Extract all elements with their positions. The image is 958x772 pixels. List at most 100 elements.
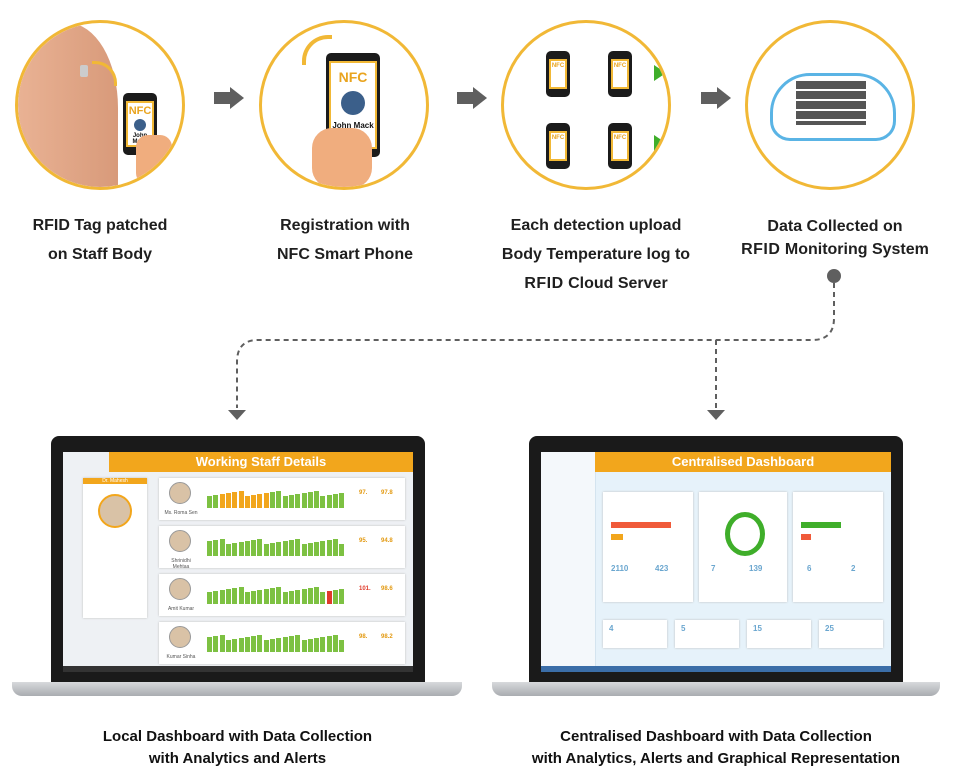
connector-arrowhead-left <box>228 410 246 420</box>
current-temperature: 97. <box>359 490 368 496</box>
temperature-bar <box>301 493 307 508</box>
temperature-bar <box>326 540 332 556</box>
flow-arrow-1 <box>214 87 244 109</box>
temperature-bar <box>320 592 326 604</box>
temperature-bar <box>251 591 257 604</box>
avatar <box>98 494 132 528</box>
average-temperature: 98.6 <box>381 586 393 592</box>
temperature-bar <box>257 494 263 508</box>
temperature-bar <box>288 495 294 508</box>
temperature-bar <box>263 493 269 508</box>
temperature-bar <box>257 590 263 604</box>
temperature-bar <box>257 539 263 556</box>
local-dashboard-caption: Local Dashboard with Data Collection wit… <box>102 728 373 767</box>
temperature-bar <box>219 635 225 652</box>
temperature-bar <box>333 539 338 556</box>
temperature-bar <box>301 589 307 604</box>
bar-green <box>801 522 841 528</box>
temperature-bar <box>301 544 307 556</box>
temperature-bar <box>257 635 263 652</box>
temperature-bar <box>339 493 345 508</box>
temperature-bar <box>207 637 212 652</box>
temperature-bar <box>314 587 320 604</box>
temperature-bar <box>270 639 275 652</box>
temperature-bar <box>238 491 244 508</box>
staff-avatar <box>169 626 191 648</box>
step-1-circle: NFC John Mack <box>15 20 185 190</box>
connector-arrowhead-right <box>707 410 725 420</box>
temperature-bar <box>207 541 212 556</box>
central-dashboard-header: Centralised Dashboard <box>595 452 891 472</box>
temperature-bar <box>263 544 269 556</box>
flow-arrow-3 <box>701 87 731 109</box>
temperature-bar <box>314 542 320 556</box>
hand-illustration <box>136 135 172 185</box>
rfid-tag-icon <box>80 65 88 77</box>
local-dashboard-screen: Working Staff Details Dr. Mahesh Ms. Rom… <box>63 452 413 672</box>
temperature-bar <box>326 495 332 508</box>
temperature-bar <box>295 590 301 604</box>
temperature-bar <box>207 592 212 604</box>
temperature-bar <box>314 491 320 508</box>
temperature-bar <box>219 539 225 556</box>
temperature-bar <box>251 495 257 508</box>
tile-2: 5 <box>675 620 739 648</box>
panel-order-status: 2110 423 <box>603 492 693 602</box>
upload-arrow-icon <box>654 65 666 81</box>
avatar-icon <box>341 91 365 115</box>
average-temperature: 97.8 <box>381 490 393 496</box>
temperature-bar <box>339 589 345 604</box>
temperature-bar <box>282 637 288 652</box>
temperature-bar <box>288 636 294 652</box>
central-sidebar <box>541 452 596 672</box>
central-dashboard-laptop: Centralised Dashboard 2110 423 7 139 6 2… <box>492 436 940 698</box>
wireless-signal-icon <box>302 35 332 65</box>
temperature-bar <box>263 640 269 652</box>
temperature-bar <box>213 495 219 508</box>
bar-red <box>611 522 671 528</box>
avatar-icon <box>134 119 146 131</box>
profile-card: Dr. Mahesh <box>83 478 147 618</box>
temperature-bar <box>244 496 250 508</box>
local-dashboard-laptop: Working Staff Details Dr. Mahesh Ms. Rom… <box>12 436 462 698</box>
staff-body-illustration <box>18 23 118 187</box>
temperature-bar <box>263 589 269 604</box>
temperature-bar <box>244 637 250 652</box>
tile-1: 4 <box>603 620 667 648</box>
temperature-bar <box>314 638 320 652</box>
temperature-bar <box>225 589 231 604</box>
tile-4: 25 <box>819 620 883 648</box>
tile-3: 15 <box>747 620 811 648</box>
staff-row[interactable]: Ms. Roma Sen 97. 97.8 <box>159 478 405 520</box>
bar-red <box>801 534 811 540</box>
temperature-bar <box>225 544 231 556</box>
phone-illustration: NFC <box>608 123 632 169</box>
temperature-bar <box>326 591 332 604</box>
panel-self-testing: 7 139 <box>699 492 787 602</box>
temperature-bar-chart <box>207 490 347 508</box>
staff-name: Ms. Roma Sen <box>164 510 198 516</box>
staff-name: Kumar Sinha <box>166 654 196 660</box>
temperature-bar <box>307 639 313 652</box>
central-dashboard-footer <box>541 666 891 672</box>
temperature-bar <box>232 492 238 508</box>
donut-chart <box>725 512 765 556</box>
temperature-bar <box>232 588 238 604</box>
staff-name: Amit Kumar <box>167 606 195 612</box>
temperature-bar <box>225 493 231 508</box>
temperature-bar <box>301 640 307 652</box>
phone-illustration: NFC <box>546 123 570 169</box>
temperature-bar <box>238 638 244 652</box>
average-temperature: 98.2 <box>381 634 393 640</box>
temperature-bar <box>276 491 282 508</box>
temperature-bar <box>320 541 326 556</box>
staff-avatar <box>169 530 191 552</box>
temperature-bar <box>307 588 313 604</box>
local-dashboard-footer <box>63 666 413 672</box>
temperature-bar <box>295 635 301 652</box>
temperature-bar <box>307 492 313 508</box>
